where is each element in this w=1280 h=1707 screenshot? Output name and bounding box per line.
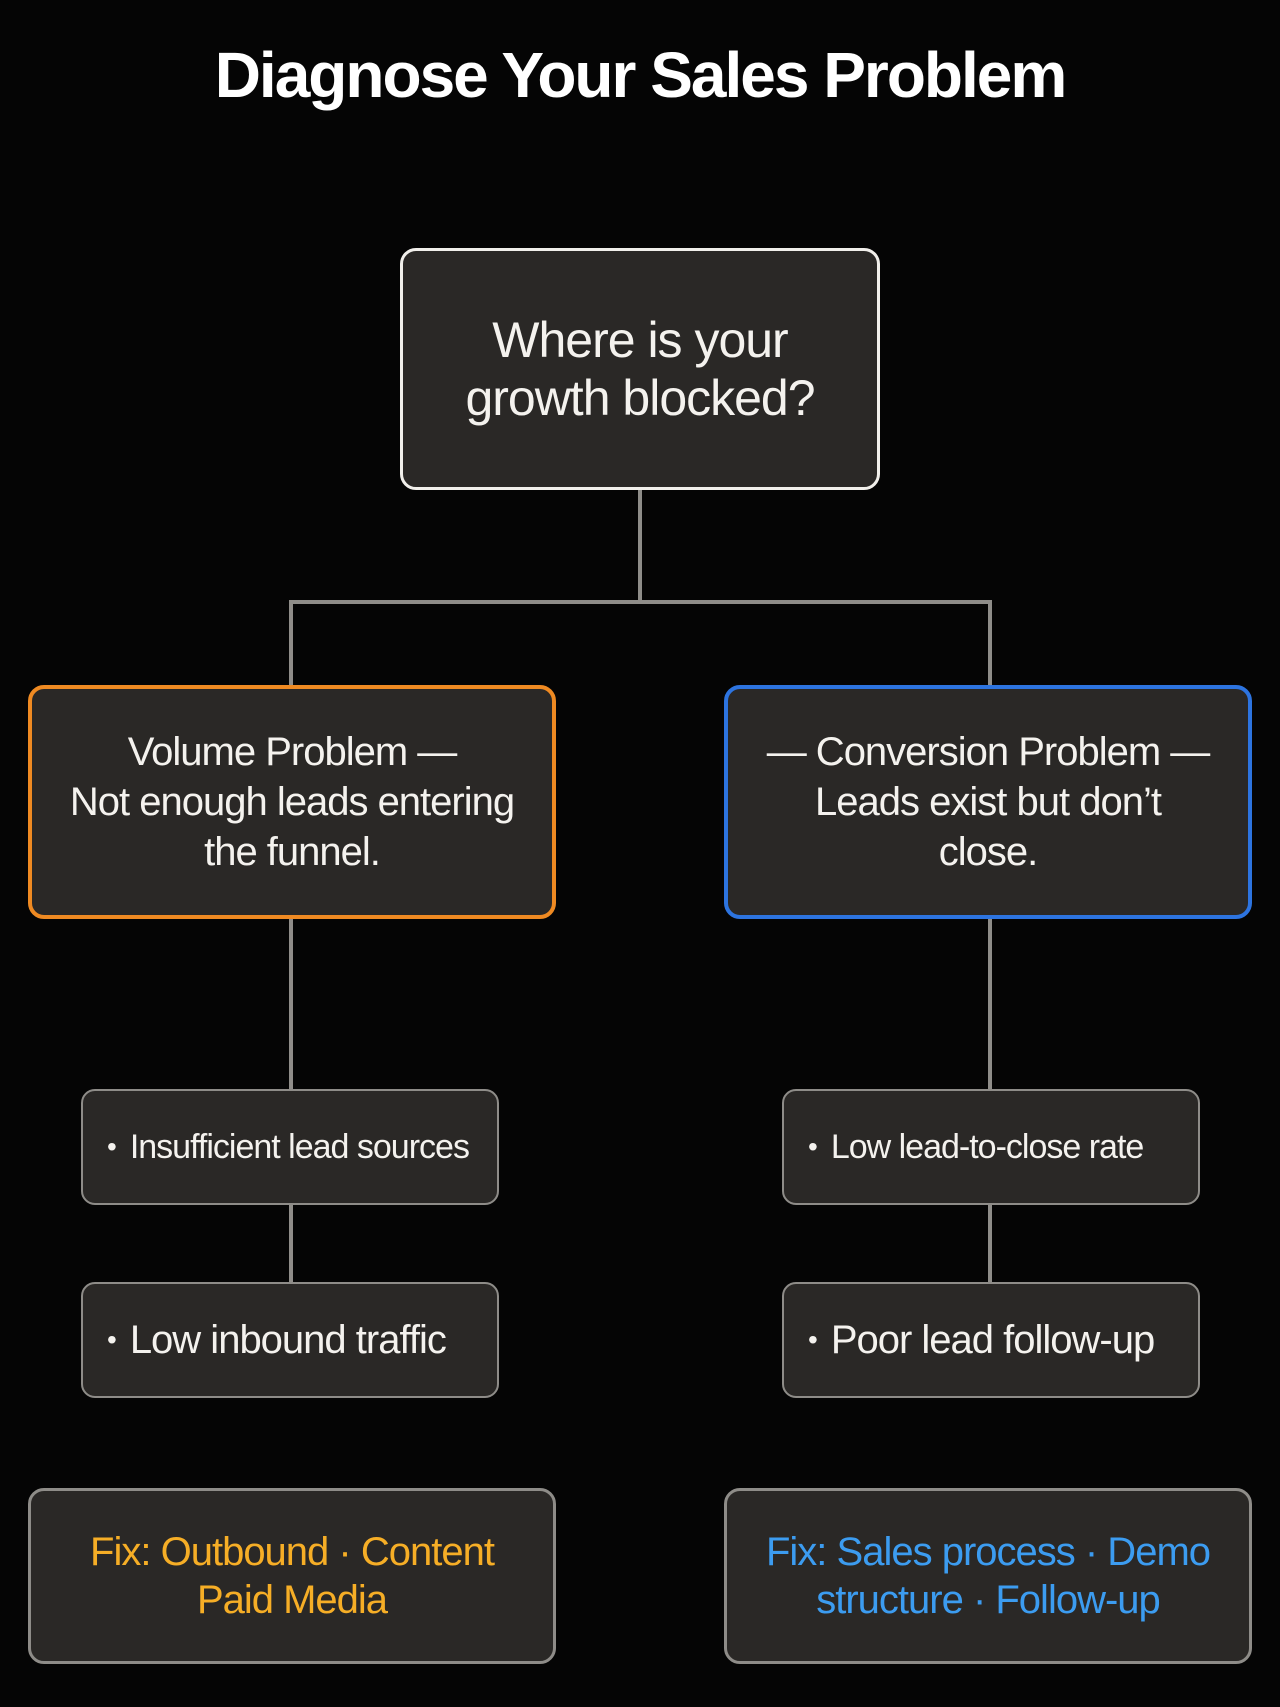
conversion-fix-line-1: Fix: Sales process · Demo [765,1530,1211,1574]
conversion-problem-line-1: — Conversion Problem — [766,730,1211,774]
volume-problem-line-1: Volume Problem — [127,730,458,774]
symptom-label: Low lead-to-close rate [830,1127,1145,1166]
volume-fix-line-1: Fix: Outbound · Content [90,1530,495,1574]
page-title: Diagnose Your Sales Problem [214,39,1068,111]
connector-right-item-to-item [988,1204,992,1283]
symptom-label: Poor lead follow-up [830,1317,1155,1362]
connector-right-branch-to-item [988,918,992,1090]
volume-fix-line-2: Paid Media [196,1578,388,1622]
symptom-node: • Insufficient lead sources [81,1089,499,1205]
conversion-fix-node: Fix: Sales process · Demo structure · Fo… [724,1488,1252,1664]
bullet-icon: • [107,1324,117,1355]
connector-right-drop [988,600,992,686]
volume-fix-node: Fix: Outbound · Content Paid Media [28,1488,556,1664]
volume-problem-line-3: the funnel. [204,830,381,874]
symptom-node: • Low inbound traffic [81,1282,499,1398]
connector-left-drop [289,600,293,686]
symptom-label: Insufficient lead sources [129,1127,470,1166]
volume-problem-node: Volume Problem — Not enough leads enteri… [28,685,556,919]
symptom-node: • Poor lead follow-up [782,1282,1200,1398]
conversion-fix-line-2: structure · Follow-up [816,1578,1161,1622]
root-question-node: Where is your growth blocked? [400,248,880,490]
conversion-problem-node: — Conversion Problem — Leads exist but d… [724,685,1252,919]
conversion-problem-line-2: Leads exist but don’t [815,780,1162,824]
bullet-icon: • [808,1131,818,1162]
bullet-icon: • [107,1131,117,1162]
root-question-line-1: Where is your [492,312,788,368]
symptom-label: Low inbound traffic [129,1317,447,1362]
root-question-line-2: growth blocked? [465,370,815,426]
volume-problem-line-2: Not enough leads entering [69,780,515,824]
connector-left-branch-to-item [289,918,293,1090]
bullet-icon: • [808,1324,818,1355]
connector-root-stem [638,490,642,604]
connector-left-item-to-item [289,1204,293,1283]
connector-horizontal [289,600,992,604]
symptom-node: • Low lead-to-close rate [782,1089,1200,1205]
conversion-problem-line-3: close. [938,830,1038,874]
